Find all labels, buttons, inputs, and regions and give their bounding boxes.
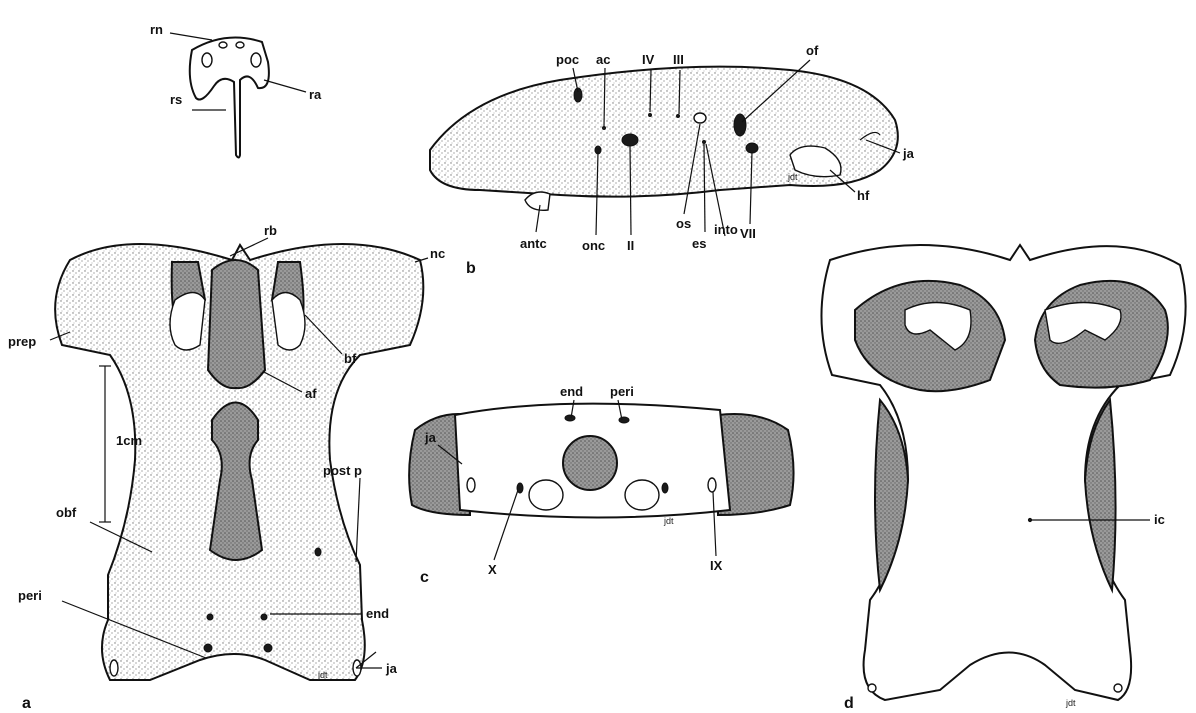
signature-b: jdt — [787, 172, 798, 182]
label-ii: II — [627, 238, 634, 253]
label-hf: hf — [857, 188, 870, 203]
label-onc: onc — [582, 238, 605, 253]
signature-c: jdt — [663, 516, 674, 526]
panel-label-c: c — [420, 569, 429, 586]
label-ix: IX — [710, 558, 723, 573]
label-peri-c: peri — [610, 384, 634, 399]
label-rs: rs — [170, 92, 182, 107]
label-es: es — [692, 236, 706, 251]
signature-a: jdt — [317, 670, 328, 680]
panel-label-b: b — [466, 260, 476, 277]
signature-d: jdt — [1065, 698, 1076, 708]
label-x: X — [488, 562, 497, 577]
ventral-view-drawing — [821, 245, 1185, 700]
label-end-a: end — [366, 606, 389, 621]
label-ac: ac — [596, 52, 610, 67]
label-bf: bf — [344, 351, 357, 366]
label-af: af — [305, 386, 317, 401]
rostral-element-drawing — [190, 38, 269, 158]
label-ja-b: ja — [902, 146, 915, 161]
label-nc: nc — [430, 246, 445, 261]
label-iv: IV — [642, 52, 655, 67]
posterior-view-drawing — [409, 404, 793, 518]
label-scale: 1cm — [116, 433, 142, 448]
label-of: of — [806, 43, 819, 58]
panel-label-d: d — [844, 695, 854, 712]
label-antc: antc — [520, 236, 547, 251]
panel-label-a: a — [22, 695, 31, 712]
label-ic: ic — [1154, 512, 1165, 527]
label-ja-a: ja — [385, 661, 398, 676]
label-poc: poc — [556, 52, 579, 67]
label-rb: rb — [264, 223, 277, 238]
label-ja-c: ja — [424, 430, 437, 445]
label-iii: III — [673, 52, 684, 67]
label-prep: prep — [8, 334, 36, 349]
label-os: os — [676, 216, 691, 231]
label-ra: ra — [309, 87, 322, 102]
label-end-c: end — [560, 384, 583, 399]
label-rn: rn — [150, 22, 163, 37]
label-postp: post p — [323, 463, 362, 478]
label-obf: obf — [56, 505, 77, 520]
label-into: into — [714, 222, 738, 237]
label-peri-a: peri — [18, 588, 42, 603]
label-vii: VII — [740, 226, 756, 241]
lateral-view-drawing — [430, 67, 898, 211]
